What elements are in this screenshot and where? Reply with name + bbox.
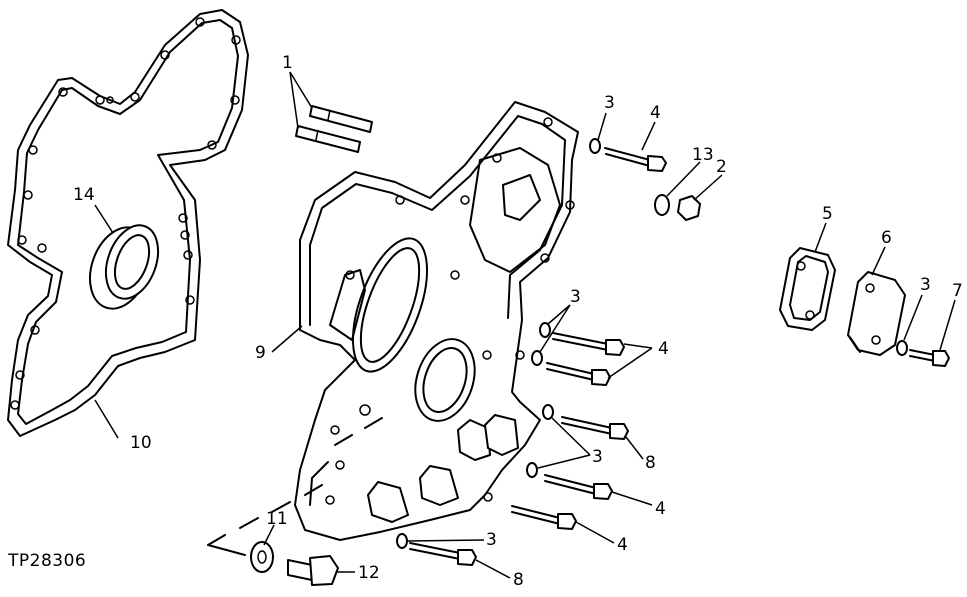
callout-3e: 3 <box>920 275 931 295</box>
callout-10: 10 <box>130 433 152 453</box>
callout-9: 9 <box>255 343 266 363</box>
callout-4b: 4 <box>658 339 669 359</box>
callout-4a: 4 <box>650 103 661 123</box>
leader-lines <box>94 71 956 579</box>
callout-8b: 8 <box>513 570 524 590</box>
callout-6: 6 <box>881 228 892 248</box>
front-cover-gasket <box>7 9 249 437</box>
timing-gear-cover <box>294 101 579 541</box>
callout-7: 7 <box>952 281 963 301</box>
callout-13: 13 <box>692 145 714 165</box>
callout-3d: 3 <box>486 530 497 550</box>
callout-5: 5 <box>822 204 833 224</box>
callout-3c: 3 <box>592 447 603 467</box>
cover-plate <box>847 271 906 356</box>
callout-14: 14 <box>73 185 95 205</box>
nut-and-lockwasher <box>654 194 701 221</box>
callout-labels: 1 14 10 9 3 4 13 2 3 4 3 8 4 3 4 8 11 12… <box>73 53 963 590</box>
callout-2: 2 <box>716 157 727 177</box>
callout-3b: 3 <box>570 287 581 307</box>
callout-11: 11 <box>266 509 288 529</box>
figure-id: TP28306 <box>7 551 86 571</box>
callout-8a: 8 <box>645 453 656 473</box>
cover-plate-gasket <box>779 247 836 331</box>
callout-12: 12 <box>358 563 380 583</box>
callout-3a: 3 <box>604 93 615 113</box>
callout-4d: 4 <box>617 535 628 555</box>
cap-screws <box>409 147 950 566</box>
dowel-studs <box>295 105 373 153</box>
plug-and-washer <box>207 417 383 586</box>
callout-1: 1 <box>282 53 293 73</box>
crankshaft-seal <box>89 224 160 310</box>
washers <box>396 138 908 549</box>
callout-4c: 4 <box>655 499 666 519</box>
